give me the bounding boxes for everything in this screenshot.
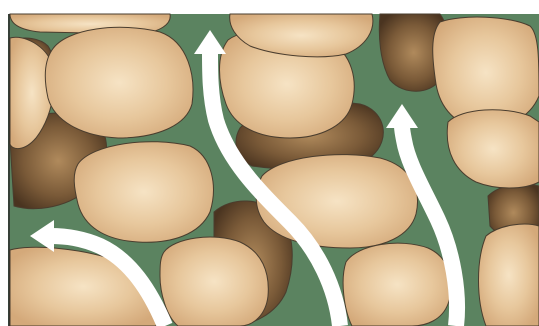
light-sediment-grain	[74, 142, 213, 243]
light-sediment-grain	[45, 27, 193, 138]
light-sediment-grain	[343, 243, 451, 326]
top-margin	[0, 0, 539, 14]
left-margin	[0, 0, 8, 326]
light-sediment-grain	[160, 237, 268, 326]
light-sediment-grain	[479, 224, 539, 326]
